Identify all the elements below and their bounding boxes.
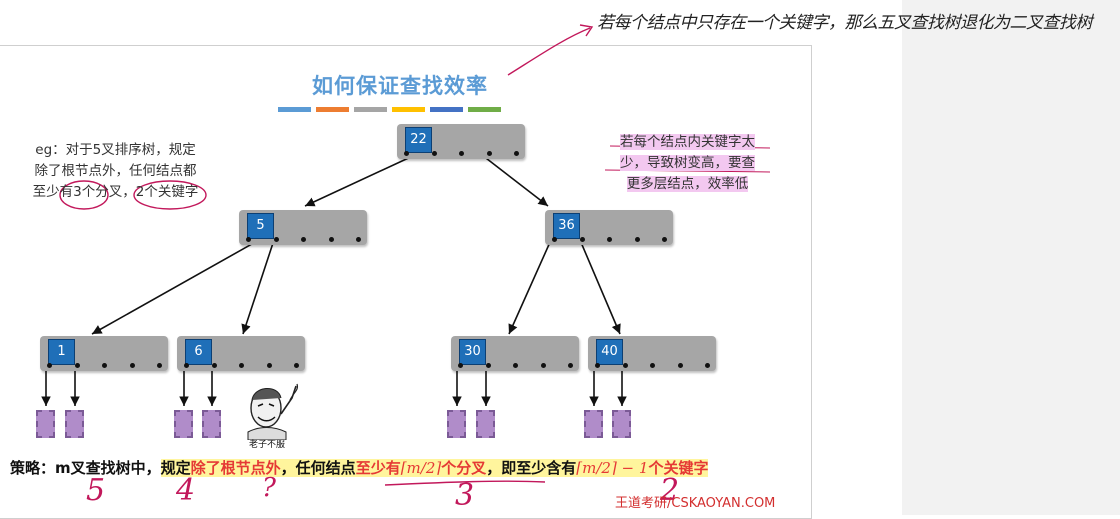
- pointer-dot: [459, 151, 464, 156]
- failure-leaf: [476, 410, 495, 438]
- example-note-line1: eg：对于5叉排序树，规定: [35, 142, 196, 158]
- node-key: 22: [405, 127, 432, 153]
- pointer-dot: [431, 151, 437, 156]
- handwritten-note: 若每个结点中只存在一个关键字，那么五叉查找树退化为二叉查找树: [597, 13, 1093, 33]
- failure-leaf: [36, 410, 55, 438]
- pointer-dot: [328, 237, 334, 242]
- meme-face-icon: [247, 383, 299, 440]
- pointer-dot: [129, 363, 135, 368]
- pointer-dot: [485, 363, 491, 368]
- hand-mark-2: 2: [660, 473, 680, 508]
- pointer-dot: [634, 237, 640, 242]
- tree-node-leaf-3: 30: [451, 336, 579, 371]
- tree-node-leaf-2: 6: [177, 336, 305, 371]
- hand-mark-3: 3: [455, 478, 475, 513]
- meme-caption: 老子不服: [249, 440, 286, 450]
- title-bar-3: [354, 107, 387, 112]
- strategy-prefix: 策略：m叉查找树中，: [10, 459, 161, 477]
- pointer-dot: [266, 363, 272, 368]
- pointer-dot: [273, 237, 279, 242]
- pointer-dot: [458, 363, 463, 368]
- failure-leaf: [174, 410, 193, 438]
- example-note-line2: 除了根节点外，任何结点都: [34, 163, 197, 179]
- pointer-dot: [540, 363, 546, 368]
- pointer-dot: [607, 237, 612, 242]
- tree-node-leaf-4: 40: [588, 336, 716, 371]
- pointer-dot: [47, 363, 52, 368]
- pointer-dot: [514, 151, 519, 156]
- pointer-dot: [677, 363, 683, 368]
- node-key: 30: [459, 339, 486, 365]
- failure-leaf: [584, 410, 603, 438]
- strategy-mid2: ，即至少含有: [486, 459, 577, 477]
- pointer-dot: [74, 363, 80, 368]
- pointer-dot: [595, 363, 600, 368]
- node-key: 1: [48, 339, 75, 365]
- pointer-dot: [294, 363, 299, 368]
- hand-mark-question: ?: [262, 473, 276, 503]
- pointer-dot: [622, 363, 628, 368]
- pointer-dot: [662, 237, 667, 242]
- pointer-dot: [246, 237, 251, 242]
- slide-title: 如何保证查找效率: [312, 74, 488, 98]
- title-bar-4: [392, 107, 425, 112]
- pointer-dot: [404, 151, 409, 156]
- efficiency-note: 若每个结点内关键字太 少，导致树变高，要查 更多层结点，效率低: [600, 132, 775, 195]
- strategy-at-least: 至少有: [355, 459, 401, 477]
- pointer-dot: [301, 237, 306, 242]
- strategy-mid: ，任何结点: [280, 459, 356, 477]
- strategy-rule: 规定: [160, 459, 191, 477]
- pointer-dot: [356, 237, 361, 242]
- pointer-dot: [157, 363, 162, 368]
- failure-leaf: [202, 410, 221, 438]
- efficiency-note-line2: 少，导致树变高，要查: [620, 155, 755, 171]
- pointer-dot: [211, 363, 217, 368]
- strategy-ceil-m2: ⌈m/2⌉: [400, 459, 442, 477]
- pointer-dot: [513, 363, 518, 368]
- efficiency-note-line3: 更多层结点，效率低: [626, 176, 749, 192]
- tree-node-mid-right: 36: [545, 210, 673, 245]
- tree-node-leaf-1: 1: [40, 336, 168, 371]
- strategy-text: 策略：m叉查找树中，规定除了根节点外，任何结点至少有⌈m/2⌉个分叉，即至少含有…: [10, 457, 709, 478]
- hand-mark-5: 5: [86, 473, 106, 508]
- node-key: 36: [553, 213, 580, 239]
- pointer-dot: [102, 363, 107, 368]
- failure-leaf: [65, 410, 84, 438]
- pointer-dot: [552, 237, 557, 242]
- pointer-dot: [568, 363, 573, 368]
- watermark: 王道考研/CSKAOYAN.COM: [615, 496, 776, 511]
- strategy-except-root: 除了根节点外: [190, 459, 281, 477]
- example-note: eg：对于5叉排序树，规定 除了根节点外，任何结点都 至少有3个分叉，2个关键字: [18, 140, 213, 203]
- tree-node-mid-left: 5: [239, 210, 367, 245]
- strategy-branches: 个分叉: [441, 459, 487, 477]
- title-bar-1: [278, 107, 311, 112]
- node-key: 5: [247, 213, 274, 239]
- side-panel: [902, 0, 1120, 515]
- pointer-dot: [579, 237, 585, 242]
- pointer-dot: [650, 363, 655, 368]
- tree-node-root: 22: [397, 124, 525, 159]
- pointer-dot: [239, 363, 244, 368]
- failure-leaf: [612, 410, 631, 438]
- title-bar-2: [316, 107, 349, 112]
- pointer-dot: [486, 151, 492, 156]
- node-key: 6: [185, 339, 212, 365]
- pointer-dot: [705, 363, 710, 368]
- title-bar-5: [430, 107, 463, 112]
- hand-mark-4: 4: [176, 473, 196, 508]
- pointer-dot: [184, 363, 189, 368]
- efficiency-note-line1: 若每个结点内关键字太: [620, 134, 755, 150]
- title-bar-6: [468, 107, 501, 112]
- strategy-ceil-m2-minus1: ⌈m/2⌉ − 1: [576, 459, 649, 477]
- node-key: 40: [596, 339, 623, 365]
- strategy-keys: 个关键字: [648, 459, 709, 477]
- example-note-line3: 至少有3个分叉，2个关键字: [32, 184, 199, 200]
- failure-leaf: [447, 410, 466, 438]
